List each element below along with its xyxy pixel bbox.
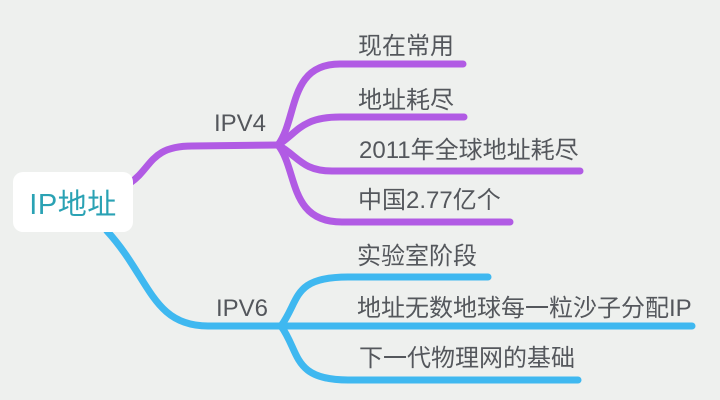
child-node-ipv6-2[interactable]: 地址无数地球每一粒沙子分配IP xyxy=(357,295,692,322)
child-node-ipv4-4[interactable]: 中国2.77亿个 xyxy=(358,187,501,214)
branch-node-ipv4[interactable]: IPV4 xyxy=(214,110,267,137)
child-node-ipv6-1[interactable]: 实验室阶段 xyxy=(357,243,477,270)
ipv6-trunk-line xyxy=(103,227,285,330)
ipv6-child-line-1 xyxy=(277,273,492,330)
ipv6-branch-lines xyxy=(103,227,696,384)
root-node[interactable]: IP地址 xyxy=(13,172,133,232)
ipv4-branch-lines xyxy=(126,60,584,226)
ipv4-child-line-4 xyxy=(274,141,514,226)
child-node-ipv4-1[interactable]: 现在常用 xyxy=(358,33,454,60)
branch-node-ipv6[interactable]: IPV6 xyxy=(216,295,269,322)
root-node-label: IP地址 xyxy=(29,189,117,221)
child-node-ipv6-3[interactable]: 下一代物理网的基础 xyxy=(359,345,575,372)
ipv4-trunk-line xyxy=(126,141,282,187)
child-node-ipv4-2[interactable]: 地址耗尽 xyxy=(358,87,454,114)
child-node-ipv4-3[interactable]: 2011年全球地址耗尽 xyxy=(359,137,579,164)
ipv6-child-line-3 xyxy=(277,322,582,384)
ipv4-child-line-1 xyxy=(274,60,467,149)
ipv4-child-line-2 xyxy=(274,113,468,149)
